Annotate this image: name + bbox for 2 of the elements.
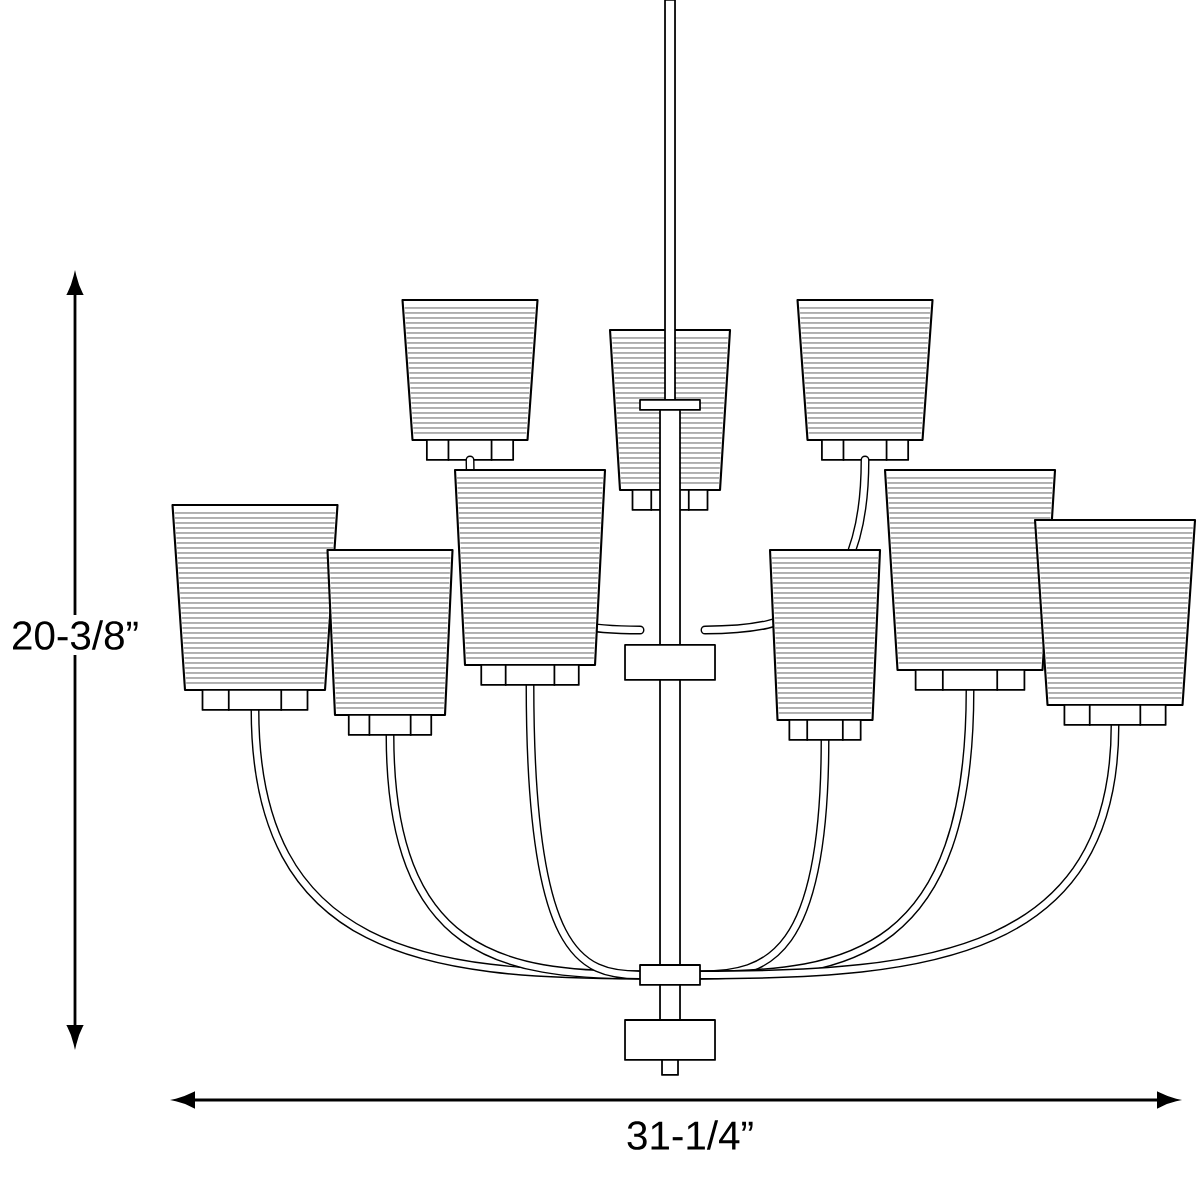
dimension-label: 31-1/4” [627, 1120, 753, 1150]
dimension-label: 20-3/8” [5, 614, 145, 656]
